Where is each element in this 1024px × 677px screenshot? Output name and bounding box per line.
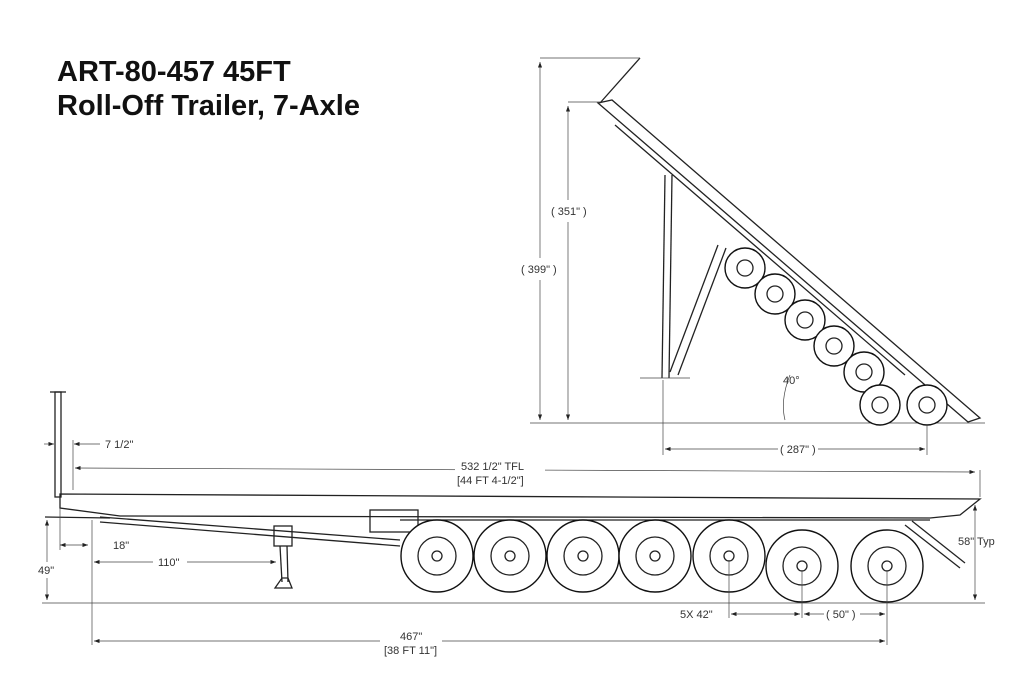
drawing-title: ART-80-457 45FT Roll-Off Trailer, 7-Axle	[57, 55, 360, 123]
dim-532-ft: [44 FT 4-1/2"]	[457, 475, 524, 487]
side-wheels	[400, 519, 924, 603]
dim-18: 18"	[113, 540, 129, 552]
tilted-wheels	[724, 247, 948, 426]
hoist-cylinder	[661, 174, 666, 379]
model-number: ART-80-457 45FT	[57, 56, 291, 88]
tilted-post	[599, 57, 641, 104]
dim-351: ( 351" )	[551, 206, 587, 218]
dim-532: 532 1/2" TFL	[461, 461, 524, 473]
front-post	[54, 391, 62, 498]
model-description: Roll-Off Trailer, 7-Axle	[57, 90, 360, 122]
dim-58-typ: 58" Typ	[958, 536, 995, 548]
dim-467: 467"	[400, 631, 422, 643]
dim-axle-spacing: 5X 42"	[680, 609, 713, 621]
dim-49: 49"	[38, 565, 54, 577]
deck	[59, 493, 982, 519]
dim-50: ( 50" )	[826, 609, 856, 621]
dim-467-ft: [38 FT 11"]	[384, 645, 437, 657]
dim-7-1-2: 7 1/2"	[105, 439, 133, 451]
dim-angle: 40°	[783, 375, 800, 387]
side-view: 7 1/2" 532 1/2" TFL [44 FT 4-1/2"] 18" 1…	[36, 391, 995, 660]
landing-gear	[273, 525, 293, 547]
dim-399: ( 399" )	[521, 264, 557, 276]
tilted-deck	[596, 99, 982, 423]
dim-110: 110"	[158, 557, 180, 569]
tilted-view: ( 351" ) ( 399" ) 40° ( 287" )	[520, 57, 985, 457]
dim-287: ( 287" )	[780, 444, 816, 456]
